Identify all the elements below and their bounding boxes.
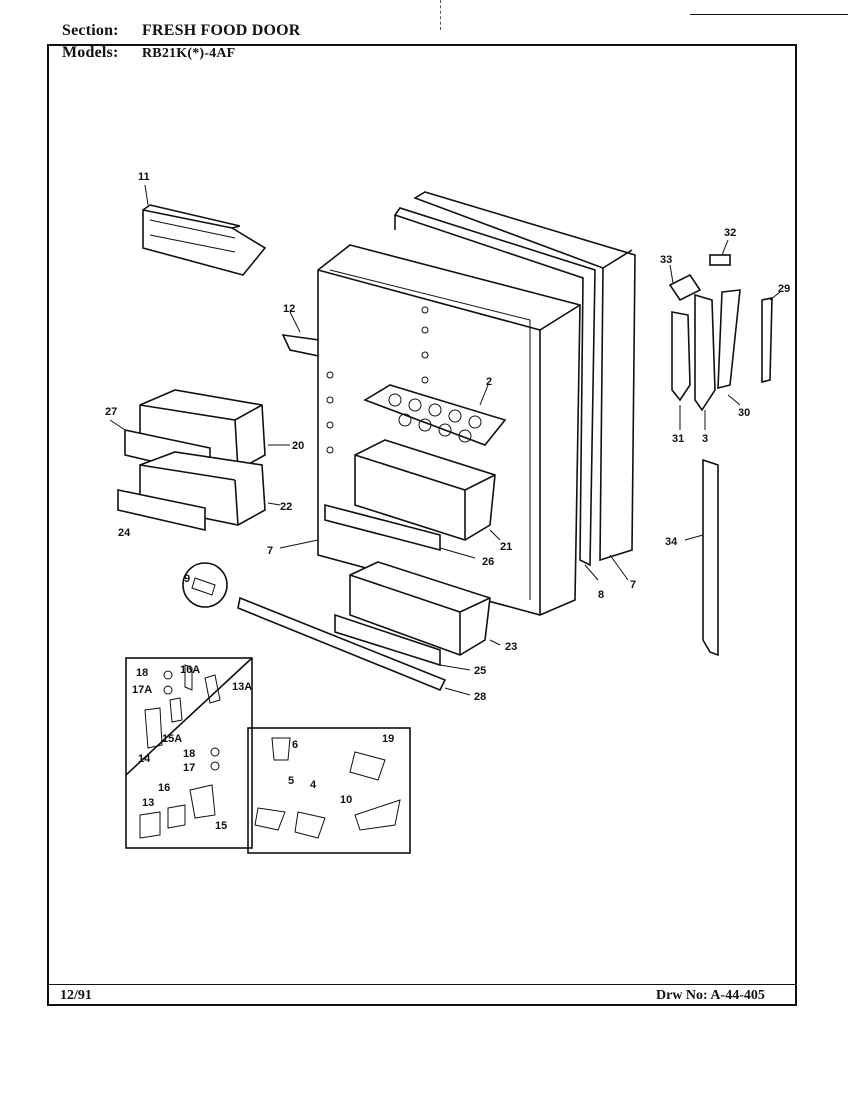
callout-30: 30: [738, 407, 750, 419]
callout-18-mid: 18: [183, 748, 195, 760]
drawing-number: Drw No: A-44-405: [656, 988, 765, 1003]
fold-mark: [440, 0, 441, 30]
callout-26: 26: [482, 556, 494, 568]
part-7-outer-door: [413, 191, 636, 581]
models-label: Models:: [62, 44, 119, 61]
callout-8: 8: [598, 589, 604, 601]
part-22-door-bin: [117, 451, 281, 532]
part-34-door-handle: [684, 458, 719, 657]
part-30-trim: [717, 289, 741, 406]
callout-20: 20: [292, 440, 304, 452]
callout-17A: 17A: [132, 684, 152, 696]
callout-31: 31: [672, 433, 684, 445]
section-title: FRESH FOOD DOOR: [142, 22, 301, 39]
part-26-trim-strip: [324, 503, 476, 559]
callout-10: 10: [340, 794, 352, 806]
part-9-detail-circle: [182, 562, 228, 608]
callout-21: 21: [500, 541, 512, 553]
callout-34: 34: [665, 536, 678, 548]
callout-24: 24: [118, 527, 131, 539]
part-8-door-gasket: [393, 207, 599, 581]
callout-25: 25: [474, 665, 486, 677]
callout-28: 28: [474, 691, 486, 703]
part-32-plug: [709, 239, 731, 266]
part-21-door-shelf: [354, 439, 501, 541]
part-25-trim-strip: [334, 613, 471, 671]
callout-18-top: 18: [136, 667, 148, 679]
part-23-door-bin: [349, 561, 501, 656]
inset-hinge-parts-box: [125, 657, 411, 854]
callout-32: 32: [724, 227, 736, 239]
callout-17: 17: [183, 762, 195, 774]
callout-15A: 15A: [162, 733, 182, 745]
drawing-frame: [47, 44, 797, 1006]
part-29-trim: [761, 291, 781, 384]
callout-15: 15: [215, 820, 227, 832]
callout-labels: 11 12 27 20 22 24 2 21 26 7 7 8 9 23 25 …: [105, 171, 790, 832]
callout-19: 19: [382, 733, 394, 745]
callout-4: 4: [310, 779, 317, 791]
callout-7-left: 7: [267, 545, 273, 557]
callout-6: 6: [292, 739, 298, 751]
callout-5: 5: [288, 775, 294, 787]
callout-7-right: 7: [630, 579, 636, 591]
callout-33: 33: [660, 254, 672, 266]
part-20-door-bin: [109, 389, 290, 477]
callout-11: 11: [138, 171, 150, 183]
callout-13A: 13A: [232, 681, 252, 693]
part-33-hinge-bracket: [668, 264, 702, 302]
callout-22: 22: [280, 501, 292, 513]
callout-13: 13: [142, 797, 154, 809]
footer-date: 12/91: [60, 988, 92, 1003]
part-31-hinge-cover: [671, 311, 691, 430]
section-label: Section:: [62, 22, 119, 39]
callout-9: 9: [184, 573, 190, 585]
callout-14: 14: [138, 753, 151, 765]
part-28-door-bar: [237, 596, 471, 696]
callout-23: 23: [505, 641, 517, 653]
footer-rule: [47, 984, 797, 985]
scan-edge-line: [690, 14, 848, 15]
part-7-door-liner: [279, 244, 581, 616]
callout-12: 12: [283, 303, 295, 315]
callout-3: 3: [702, 433, 708, 445]
callout-16: 16: [158, 782, 170, 794]
part-3-hinge-cover: [694, 293, 716, 430]
part-11-dairy-door: [142, 184, 267, 276]
callout-29: 29: [778, 283, 790, 295]
part-2-egg-tray: [363, 384, 507, 446]
models-value: RB21K(*)-4AF: [142, 46, 236, 61]
callout-16A: 16A: [180, 664, 200, 676]
callout-27: 27: [105, 406, 117, 418]
callout-2: 2: [486, 376, 492, 388]
